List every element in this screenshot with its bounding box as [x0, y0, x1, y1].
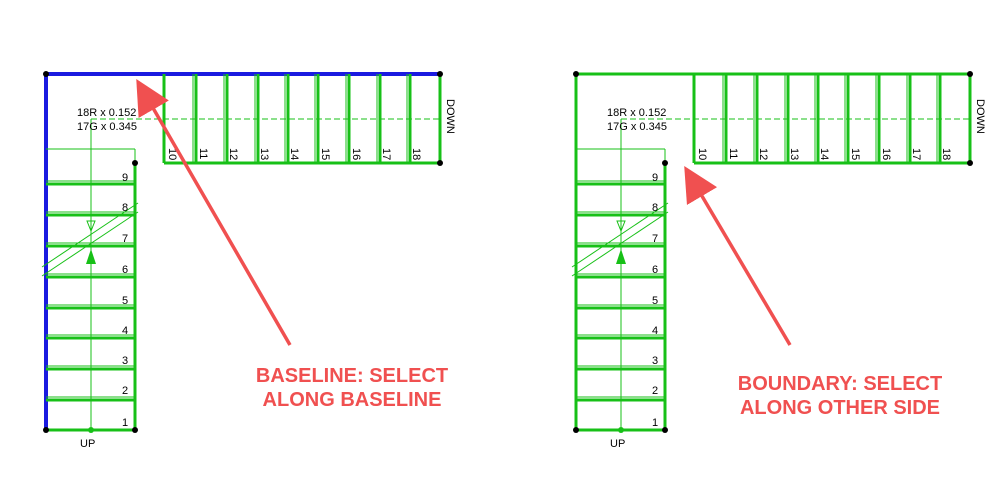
step-number: 8 [652, 202, 658, 214]
stair-geometry [41, 71, 443, 433]
down-label: DOWN [444, 99, 456, 134]
walkline-break-marker [86, 220, 96, 233]
lower-flight-numbers: 1 2 3 4 5 6 7 8 9 [652, 172, 658, 429]
walkline-arrow [616, 249, 626, 264]
step-number: 8 [122, 202, 128, 214]
rise-summary: 18R x 0.152 [607, 107, 666, 119]
step-number: 2 [122, 385, 128, 397]
step-number: 6 [652, 264, 658, 276]
upper-flight-numbers: 10 11 12 13 14 15 16 17 18 [166, 148, 422, 160]
step-number: 3 [122, 355, 128, 367]
step-number: 1 [652, 417, 658, 429]
vertex-dot [662, 427, 668, 433]
baseline-pointer-arrow [136, 78, 292, 346]
up-label: UP [610, 438, 625, 450]
break-line [571, 211, 669, 277]
vertex-dot [132, 427, 138, 433]
lower-flight-numbers: 1 2 3 4 5 6 7 8 9 [122, 172, 128, 429]
step-number: 4 [122, 325, 128, 337]
going-summary: 17G x 0.345 [77, 121, 137, 133]
vertex-dot [132, 160, 138, 166]
step-number: 13 [258, 148, 270, 160]
stair-geometry [571, 71, 973, 433]
step-number: 3 [652, 355, 658, 367]
upper-flight-numbers: 10 11 12 13 14 15 16 17 18 [696, 148, 952, 160]
break-line [571, 202, 669, 268]
walkline-start-dot [618, 427, 624, 433]
step-number: 15 [319, 148, 331, 160]
step-number: 14 [818, 148, 830, 160]
step-number: 15 [849, 148, 861, 160]
step-number: 2 [652, 385, 658, 397]
vertex-dot [573, 427, 579, 433]
rise-summary: 18R x 0.152 [77, 107, 136, 119]
vertex-dot [967, 71, 973, 77]
vertex-dot [573, 71, 579, 77]
step-number: 16 [880, 148, 892, 160]
step-number: 5 [652, 295, 658, 307]
boundary-annotation-line-1: BOUNDARY: SELECT [738, 373, 942, 395]
step-number: 12 [757, 148, 769, 160]
step-number: 16 [350, 148, 362, 160]
step-number: 6 [122, 264, 128, 276]
step-number: 10 [166, 148, 178, 160]
vertex-dot [43, 71, 49, 77]
step-number: 11 [197, 148, 209, 159]
vertex-dot [437, 160, 443, 166]
vertex-dot [967, 160, 973, 166]
stair-plan-boundary: 18R x 0.152 17G x 0.345 UP DOWN 12345678… [571, 71, 986, 450]
step-number: 17 [380, 148, 392, 160]
walkline-break-marker [616, 220, 626, 233]
step-number: 7 [122, 233, 128, 245]
down-label: DOWN [974, 99, 986, 134]
step-number: 1 [122, 417, 128, 429]
step-number: 7 [652, 233, 658, 245]
step-number: 4 [652, 325, 658, 337]
stair-plan-baseline: 18R x 0.152 17G x 0.345 UP DOWN 12345678… [41, 71, 456, 450]
baseline-annotation-line-2: ALONG BASELINE [263, 389, 442, 411]
step-number: 13 [788, 148, 800, 160]
boundary-annotation-line-2: ALONG OTHER SIDE [740, 397, 940, 419]
going-summary: 17G x 0.345 [607, 121, 667, 133]
step-number: 12 [227, 148, 239, 160]
step-number: 14 [288, 148, 300, 160]
up-label: UP [80, 438, 95, 450]
step-number: 18 [940, 148, 952, 160]
baseline-annotation-line-1: BASELINE: SELECT [256, 365, 448, 387]
step-number: 9 [122, 172, 128, 184]
walkline-arrow [86, 249, 96, 264]
step-number: 18 [410, 148, 422, 160]
step-number: 5 [122, 295, 128, 307]
walkline-start-dot [88, 427, 94, 433]
step-number: 11 [727, 148, 739, 159]
step-number: 17 [910, 148, 922, 160]
boundary-pointer-arrow [684, 165, 792, 346]
break-line [41, 202, 139, 268]
break-line [41, 211, 139, 277]
step-number: 9 [652, 172, 658, 184]
vertex-dot [437, 71, 443, 77]
vertex-dot [43, 427, 49, 433]
vertex-dot [662, 160, 668, 166]
step-number: 10 [696, 148, 708, 160]
